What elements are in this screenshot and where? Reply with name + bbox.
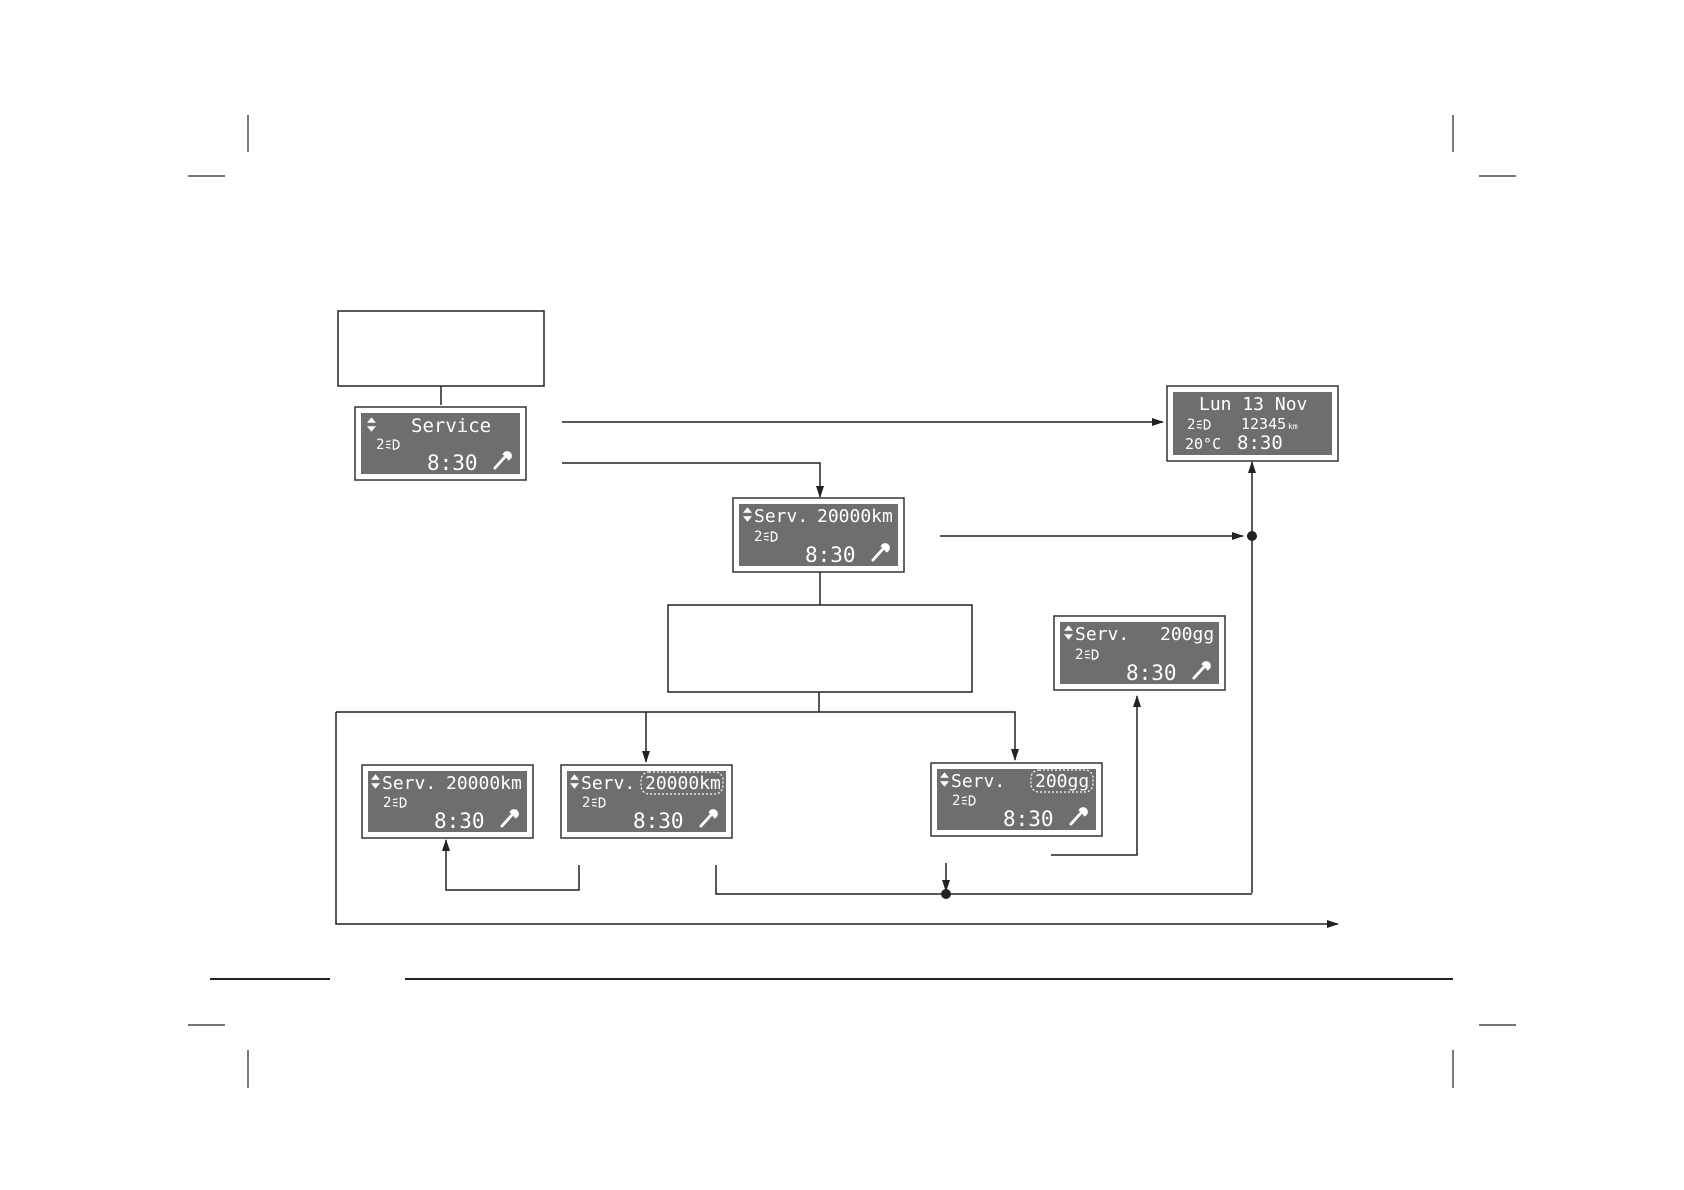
value-edit-highlight — [640, 771, 724, 795]
caption-box-middle — [667, 604, 973, 693]
clock-time: 8:30 — [434, 809, 485, 833]
serv-label: Serv. — [951, 771, 1005, 792]
serv-days-display: Serv. 200gg 2 8:30 — [1053, 615, 1226, 691]
temperature-text: 20°C — [1185, 435, 1221, 453]
clock-time: 8:30 — [1126, 661, 1177, 685]
gear-indicator: 2 — [952, 793, 960, 809]
crop-marks — [188, 115, 1516, 1088]
gear-indicator: 2 — [376, 437, 384, 453]
flow-connectors — [335, 386, 1339, 928]
serv-km-display: Serv. 20000km 2 8:30 — [732, 497, 905, 573]
home-display: Lun 13 Nov 2 12345 km 20°C 8:30 — [1166, 385, 1339, 462]
odometer-value: 12345 — [1241, 415, 1286, 433]
serv-label: Serv. — [382, 773, 436, 794]
clock-time: 8:30 — [633, 809, 684, 833]
serv-value: 200gg — [1035, 771, 1089, 792]
service-title: Service — [411, 415, 491, 437]
serv-value: 200gg — [1160, 624, 1214, 645]
serv-value: 20000km — [446, 773, 522, 794]
serv-km-edit-display: Serv. 20000km 2 8:30 — [560, 764, 733, 839]
gear-indicator: 2 — [1187, 417, 1195, 433]
clock-time: 8:30 — [1003, 807, 1054, 831]
gear-indicator: 2 — [754, 529, 762, 545]
clock-time: 8:30 — [805, 543, 856, 567]
serv-label: Serv. — [1075, 624, 1129, 645]
gear-indicator: 2 — [582, 795, 590, 811]
serv-label: Serv. — [581, 773, 635, 794]
clock-time: 8:30 — [1237, 432, 1283, 454]
gear-indicator: 2 — [1075, 647, 1083, 663]
caption-box-top — [337, 310, 545, 387]
gear-indicator: 2 — [383, 795, 391, 811]
serv-value: 20000km — [645, 773, 721, 794]
clock-time: 8:30 — [427, 451, 478, 475]
value-edit-highlight — [1030, 769, 1094, 793]
date-text: Lun 13 Nov — [1199, 394, 1307, 415]
service-display: Service 2 8:30 — [354, 406, 527, 481]
serv-label: Serv. — [754, 506, 808, 527]
odometer-unit: km — [1288, 422, 1298, 431]
serv-km-bottom-display: Serv. 20000km 2 8:30 — [361, 764, 534, 839]
serv-days-edit-display: Serv. 200gg 2 8:30 — [930, 762, 1103, 837]
serv-value: 20000km — [817, 506, 893, 527]
